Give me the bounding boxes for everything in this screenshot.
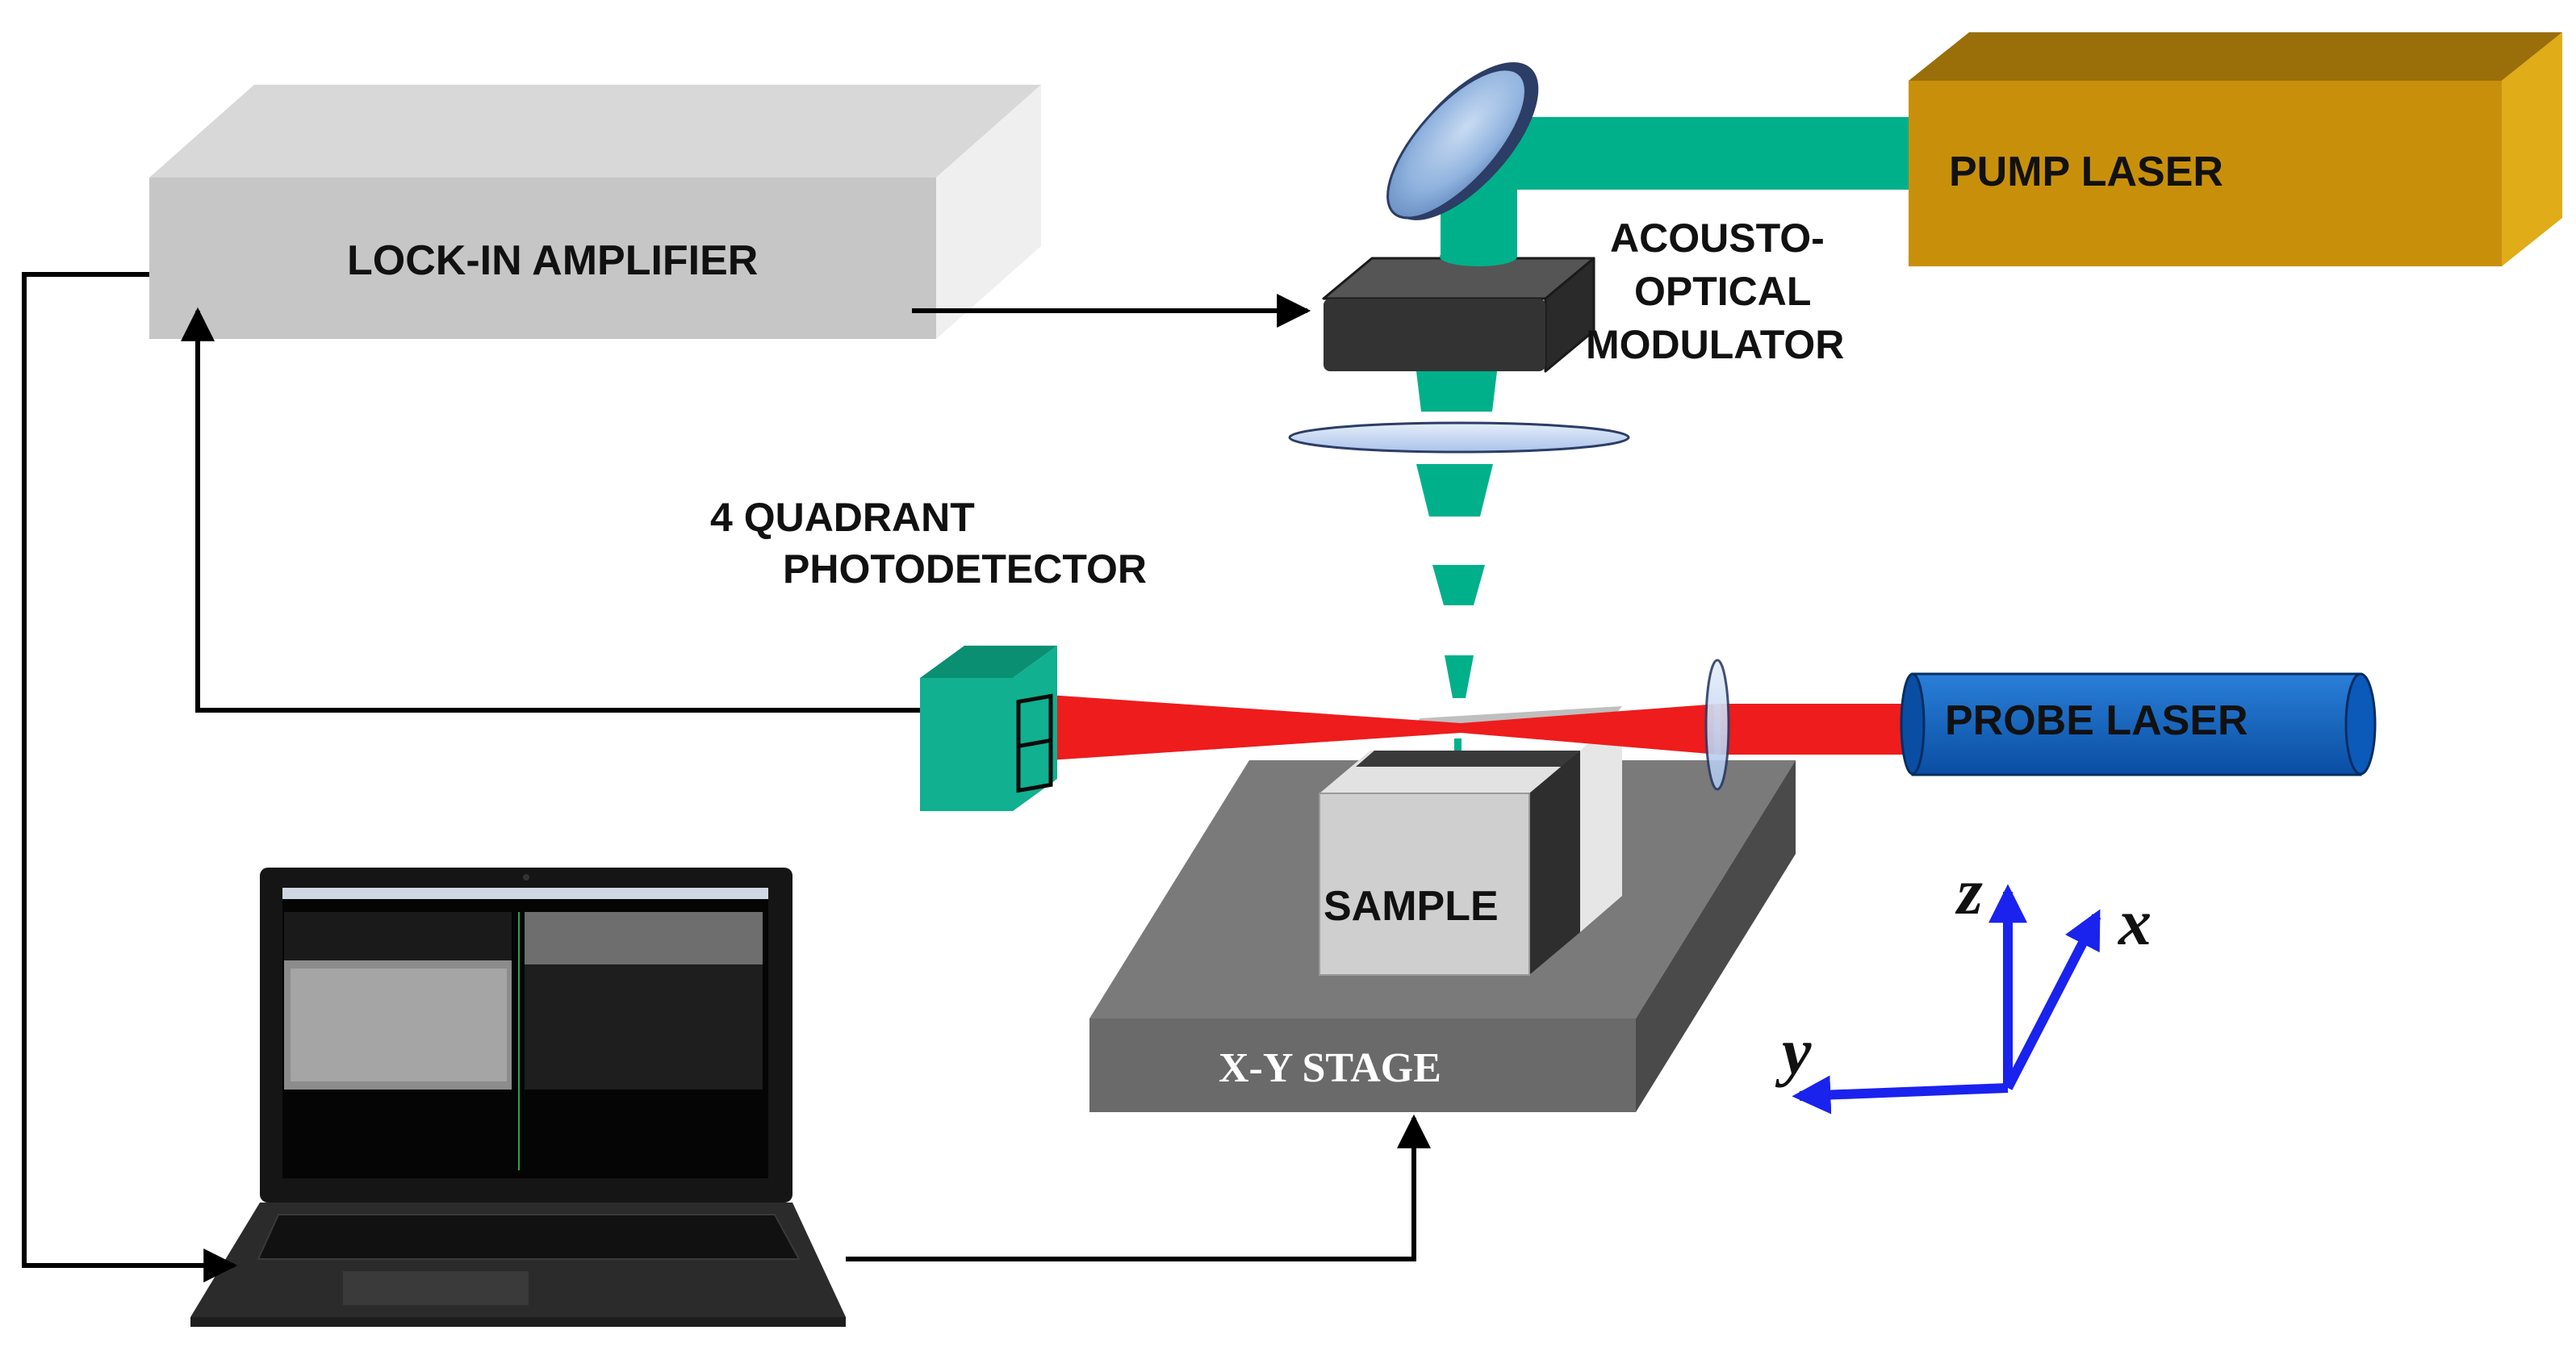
pump-laser-top-face <box>1909 32 2562 81</box>
sample: SAMPLE <box>1319 706 1622 976</box>
axis-y-label: y <box>1775 1014 1812 1088</box>
probe-laser-end-cap-left <box>1900 672 1926 776</box>
qpd-side-face <box>1013 646 1057 811</box>
sample-label: SAMPLE <box>1324 883 1499 930</box>
arrow-lockin-to-laptop <box>22 272 238 1282</box>
qpd-front-face <box>920 678 1013 811</box>
pump-beam-segment-3 <box>1432 565 1485 605</box>
aom-beam-entry <box>1440 247 1517 266</box>
lock-in-top-face <box>149 85 1041 178</box>
laptop-screen-image-left-bright <box>291 968 507 1081</box>
qpd-sensor-divider-h <box>1018 738 1051 748</box>
laptop-webcam <box>523 874 529 881</box>
lock-in-amplifier: LOCK-IN AMPLIFIER <box>149 85 1041 339</box>
sample-front-face <box>1319 793 1530 976</box>
probe-beam-converging <box>1013 692 1461 763</box>
stage-side-face <box>1636 760 1796 1112</box>
laptop-computer <box>190 868 846 1327</box>
axis-x-label: x <box>2118 885 2152 959</box>
pump-beam-segment-1 <box>1416 371 1497 412</box>
laptop-screen-menubar <box>282 888 768 899</box>
laptop-screen-image-left-dark <box>284 912 512 960</box>
sample-back-face <box>1580 714 1622 932</box>
arrow-laptop-to-stage <box>846 1114 1431 1261</box>
aom-front-face <box>1324 299 1545 371</box>
axis-x-arrow <box>2003 909 2101 1090</box>
pump-laser-front-face <box>1909 81 2502 266</box>
pump-laser: PUMP LASER <box>1909 32 2562 266</box>
probe-laser-end-cap-right <box>2344 672 2377 776</box>
pump-beam-horizontal <box>1477 117 1909 190</box>
acousto-optical-modulator: ACOUSTO- OPTICAL MODULATOR <box>1322 215 1844 373</box>
aom-label-line1: ACOUSTO- <box>1610 215 1825 261</box>
lock-in-label: LOCK-IN AMPLIFIER <box>347 237 758 284</box>
probe-beam <box>1013 692 1913 763</box>
laptop-touchpad <box>343 1271 529 1305</box>
qpd-top-face <box>920 646 1057 678</box>
lock-in-side-face <box>936 85 1041 339</box>
probe-laser: PROBE LASER <box>1900 672 2377 776</box>
sample-side-face <box>1529 751 1580 975</box>
probe-beam-collimated <box>1719 704 1913 755</box>
pump-laser-label: PUMP LASER <box>1949 149 2223 195</box>
mirror-surface <box>1386 68 1527 220</box>
qpd-label-line2: PHOTODETECTOR <box>783 546 1147 592</box>
quadrant-photodetector: 4 QUADRANT PHOTODETECTOR <box>710 495 1147 811</box>
pump-laser-side-face <box>2502 32 2562 266</box>
laptop-screen-image-right-top <box>525 912 763 964</box>
lock-in-front-face <box>149 178 936 339</box>
signal-connections <box>22 272 1431 1282</box>
aom-label-line3: MODULATOR <box>1586 322 1844 367</box>
probe-lens <box>1704 659 1730 791</box>
sample-top-dark-strip <box>1356 751 1580 767</box>
stage-label: X-Y STAGE <box>1219 1045 1441 1091</box>
coordinate-axes: z x y <box>1775 855 2152 1115</box>
stage-front-face <box>1089 1019 1636 1112</box>
pump-beam-segment-2 <box>1416 464 1493 517</box>
laptop-keyboard <box>257 1214 801 1260</box>
axis-z-label: z <box>1955 855 1983 928</box>
aom-label-line2: OPTICAL <box>1634 269 1811 314</box>
steering-mirror <box>1386 62 1539 220</box>
pump-beam-segment-4 <box>1445 655 1474 698</box>
axis-y-arrow <box>1792 1075 2009 1115</box>
probe-laser-label: PROBE LASER <box>1945 697 2248 744</box>
qpd-label-line1: 4 QUADRANT <box>710 495 975 540</box>
qpd-sensor-grid <box>1016 693 1053 793</box>
laptop-base-edge <box>190 1317 846 1327</box>
probe-beam-diverging <box>1461 704 1719 755</box>
arrow-qpd-to-lockin <box>181 307 920 713</box>
focusing-lens <box>1288 421 1630 454</box>
